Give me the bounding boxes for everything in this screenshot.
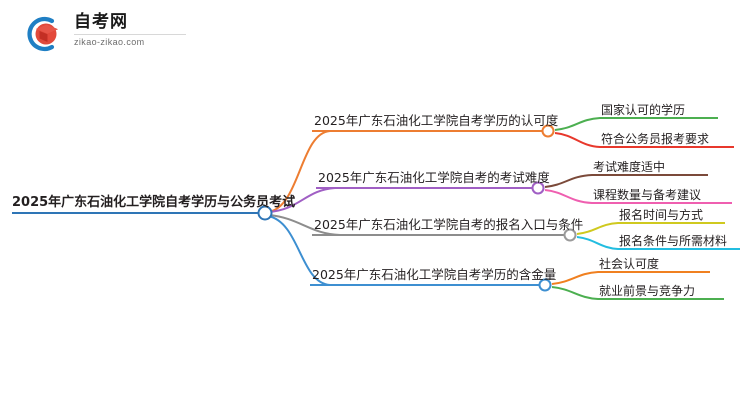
mindmap-leaf-label-2-0[interactable]: 报名时间与方式 — [619, 208, 704, 222]
mindmap-leaf-label-2-1[interactable]: 报名条件与所需材料 — [619, 234, 728, 248]
graduation-cap-icon — [22, 14, 68, 54]
logo-text: 自考网 zikao-zikao.com — [74, 12, 194, 48]
site-logo: 自考网 zikao-zikao.com — [22, 8, 192, 60]
logo-divider — [74, 34, 186, 35]
branch-node-circle-2[interactable] — [563, 228, 577, 242]
mindmap-branch-label-2[interactable]: 2025年广东石油化工学院自考的报名入口与条件 — [314, 217, 584, 232]
leaf-curve-3-0 — [551, 271, 710, 285]
mindmap-leaf-label-0-0[interactable]: 国家认可的学历 — [601, 103, 686, 117]
branch-curve-1 — [267, 187, 538, 213]
root-node-circle[interactable] — [257, 205, 273, 221]
mindmap-leaf-label-3-1[interactable]: 就业前景与竞争力 — [599, 284, 696, 298]
leaf-curve-0-0 — [554, 117, 718, 131]
mindmap-branch-label-3[interactable]: 2025年广东石油化工学院自考学历的含金量 — [312, 267, 557, 282]
logo-subtitle: zikao-zikao.com — [74, 37, 145, 47]
leaf-curve-1-1 — [544, 189, 732, 204]
mindmap-root-label[interactable]: 2025年广东石油化工学院自考学历与公务员考试 — [12, 195, 296, 210]
mindmap-branch-label-1[interactable]: 2025年广东石油化工学院自考的考试难度 — [318, 170, 550, 185]
leaf-curve-3-1 — [551, 286, 724, 300]
leaf-curve-2-0 — [576, 222, 725, 235]
branch-node-circle-1[interactable] — [531, 181, 545, 195]
mindmap-branch-label-0[interactable]: 2025年广东石油化工学院自考学历的认可度 — [314, 113, 559, 128]
mindmap-leaf-label-0-1[interactable]: 符合公务员报考要求 — [601, 132, 710, 146]
branch-node-circle-0[interactable] — [541, 124, 555, 138]
mindmap-leaf-label-1-0[interactable]: 考试难度适中 — [593, 160, 666, 174]
logo-title: 自考网 — [74, 12, 128, 32]
branch-node-circle-3[interactable] — [538, 278, 552, 292]
leaf-curve-0-1 — [554, 132, 734, 148]
leaf-curve-1-0 — [544, 174, 708, 188]
mindmap-leaf-label-1-1[interactable]: 课程数量与备考建议 — [593, 188, 702, 202]
leaf-curve-2-1 — [576, 236, 740, 250]
mindmap-leaf-label-3-0[interactable]: 社会认可度 — [599, 257, 660, 271]
